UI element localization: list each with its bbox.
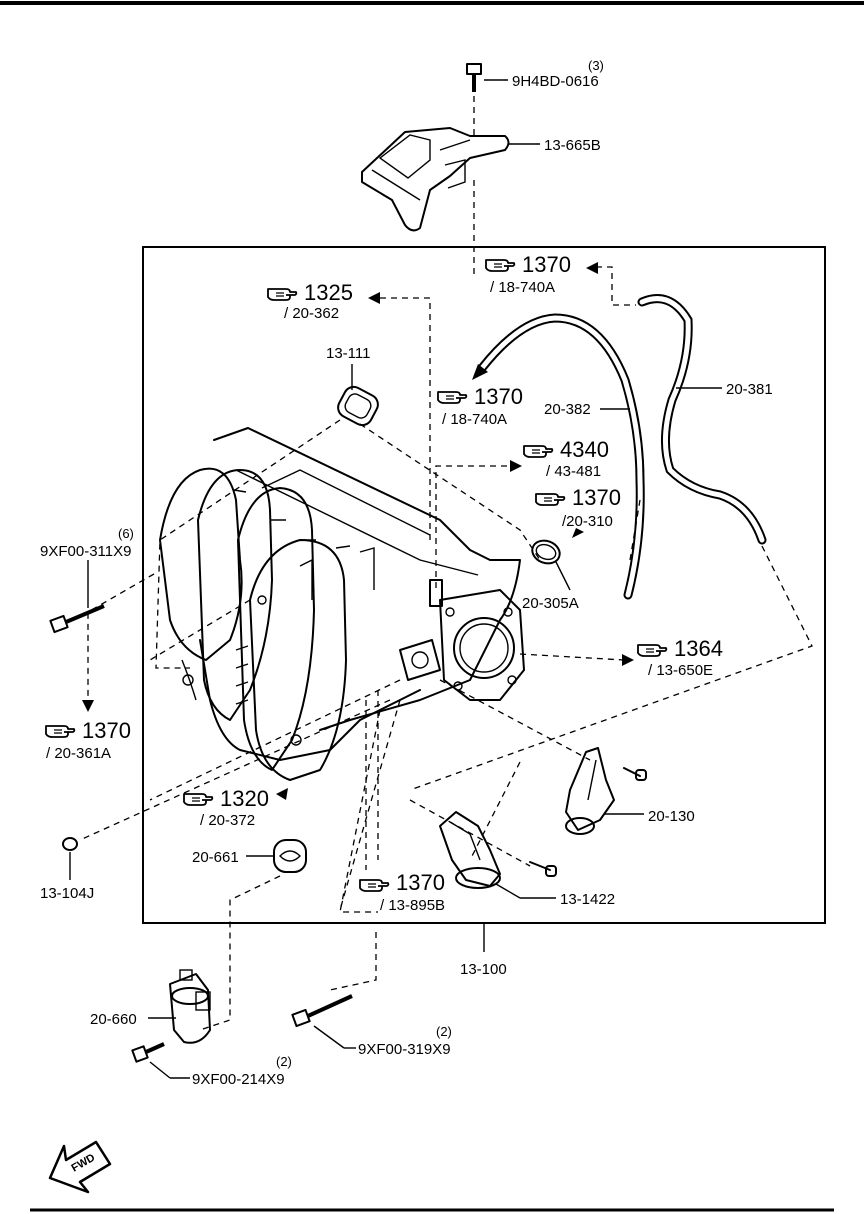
ref-4-sub: / 43-481 bbox=[546, 463, 601, 480]
label-bolt-left: 9XF00-311X9 bbox=[40, 543, 131, 560]
hose-20381-icon bbox=[637, 294, 767, 545]
ref-1-num: 1370 bbox=[522, 252, 571, 277]
sensor-20130-icon bbox=[565, 747, 647, 835]
ref-6-num: 1364 bbox=[674, 636, 723, 661]
label-bolt-214: 9XF00-214X9 bbox=[192, 1071, 285, 1088]
ref-3-sub: / 18-740A bbox=[442, 411, 507, 428]
oring-20305A-icon bbox=[531, 539, 561, 565]
ref-5-sub: /20-310 bbox=[562, 513, 613, 530]
ref-5-num: 1370 bbox=[572, 485, 621, 510]
label-assembly: 13-100 bbox=[460, 961, 507, 978]
qty-bolt-top: (3) bbox=[588, 58, 604, 73]
bolt-top-icon bbox=[466, 63, 482, 92]
label-hose-20382: 20-382 bbox=[544, 401, 591, 418]
intake-manifold-icon bbox=[159, 427, 525, 781]
label-bracket: 13-665B bbox=[544, 137, 601, 154]
qty-bolt-left: (6) bbox=[118, 526, 134, 541]
label-hose-20381: 20-381 bbox=[726, 381, 773, 398]
label-gasket-20661: 20-661 bbox=[192, 849, 239, 866]
ref-7-sub: / 20-361A bbox=[46, 745, 111, 762]
gasket-20661-icon bbox=[273, 839, 307, 873]
label-gasket-13111: 13-111 bbox=[326, 345, 370, 362]
label-solenoid: 20-660 bbox=[90, 1011, 137, 1028]
bolt-319-icon bbox=[291, 994, 353, 1028]
ref-8-sub: / 20-372 bbox=[200, 812, 255, 829]
ref-1-sub: / 18-740A bbox=[490, 279, 555, 296]
ref-6-sub: / 13-650E bbox=[648, 662, 713, 679]
label-valve: 13-1422 bbox=[560, 891, 615, 908]
ref-9-num: 1370 bbox=[396, 870, 445, 895]
ref-2-sub: / 20-362 bbox=[284, 305, 339, 322]
ref-2-num: 1325 bbox=[304, 280, 353, 305]
ref-4-num: 4340 bbox=[560, 437, 609, 462]
qty-bolt-214: (2) bbox=[276, 1054, 292, 1069]
label-sensor: 20-130 bbox=[648, 808, 695, 825]
label-bolt-top: 9H4BD-0616 bbox=[512, 73, 599, 90]
hose-20382-icon bbox=[477, 313, 645, 600]
bracket-icon bbox=[361, 127, 510, 232]
bolt-left-icon bbox=[49, 604, 105, 634]
label-plug: 13-104J bbox=[40, 885, 94, 902]
assembly-frame bbox=[142, 246, 826, 924]
ref-7-num: 1370 bbox=[82, 718, 131, 743]
ref-9-sub: / 13-895B bbox=[380, 897, 445, 914]
label-oring: 20-305A bbox=[522, 595, 579, 612]
ref-3-num: 1370 bbox=[474, 384, 523, 409]
valve-131422-icon bbox=[439, 811, 557, 889]
qty-bolt-319: (2) bbox=[436, 1024, 452, 1039]
label-bolt-319: 9XF00-319X9 bbox=[358, 1041, 451, 1058]
bolt-214-icon bbox=[131, 1042, 165, 1063]
fwd-arrow-icon: FWD bbox=[48, 1140, 112, 1194]
gasket-13111-icon bbox=[337, 385, 379, 427]
solenoid-20660-icon bbox=[169, 969, 211, 1044]
ref-8-num: 1320 bbox=[220, 786, 269, 811]
plug-13104J-icon bbox=[62, 837, 78, 851]
